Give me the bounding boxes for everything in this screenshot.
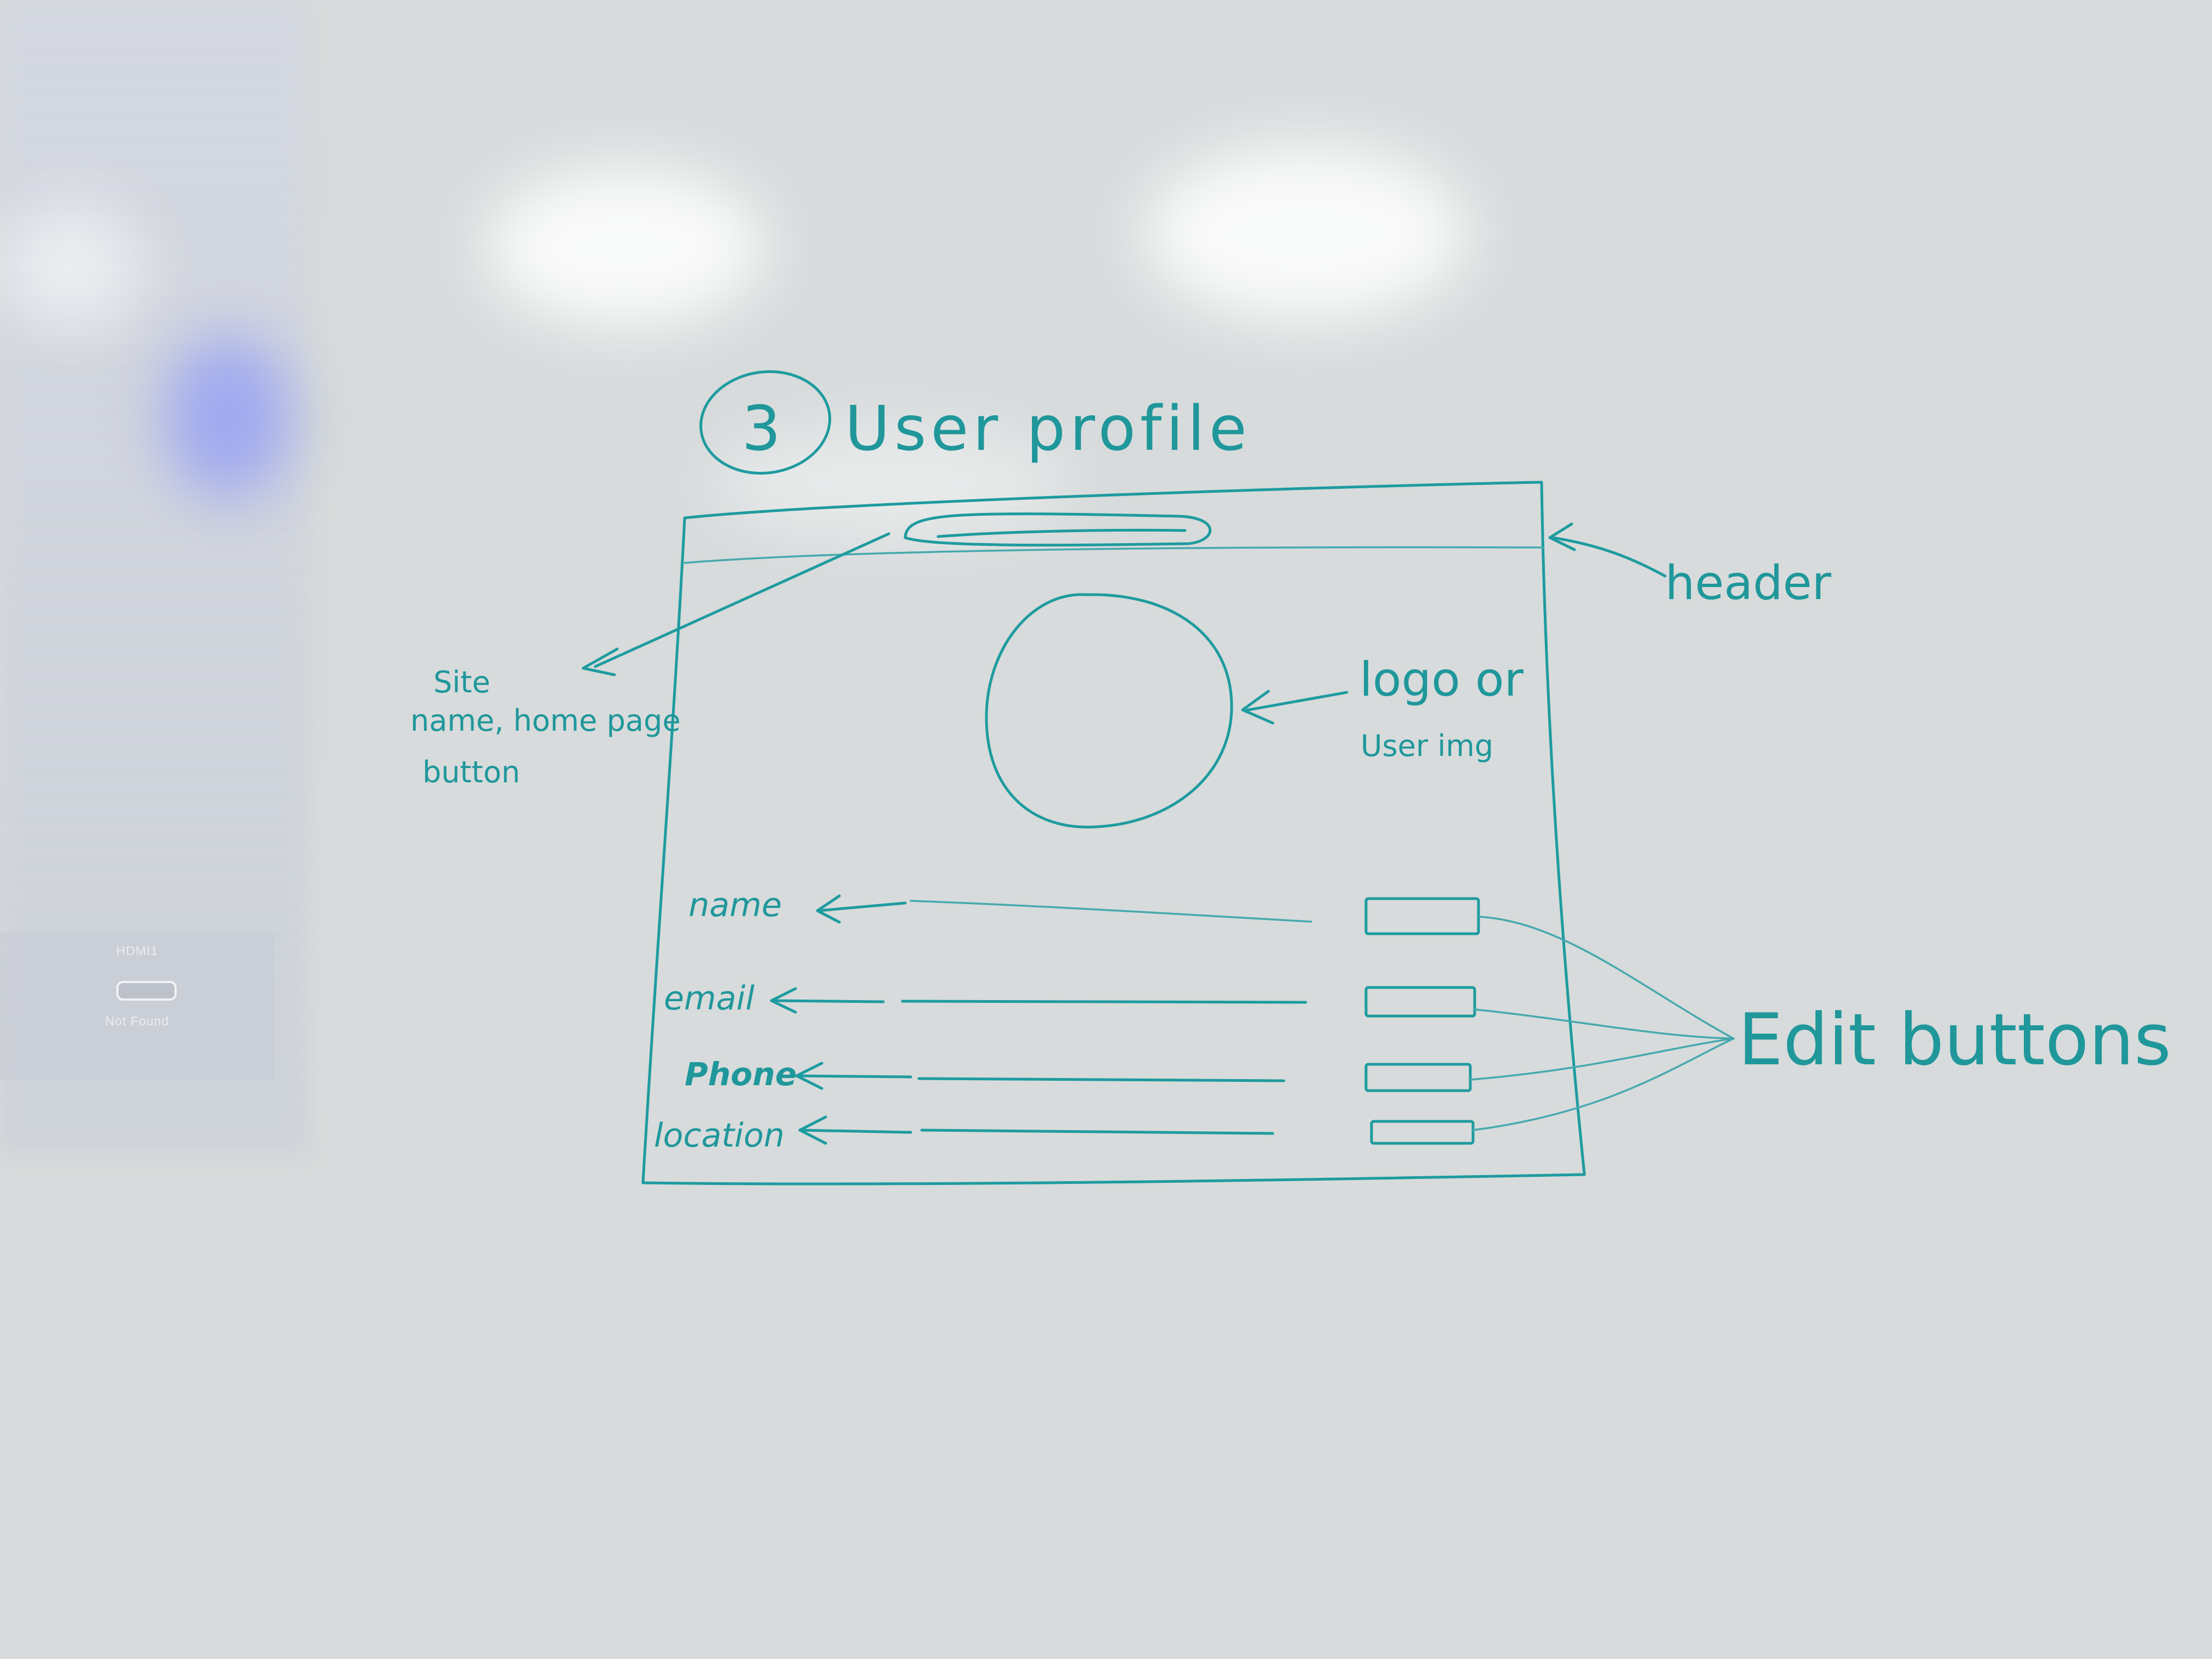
header-callout-text: header bbox=[1665, 556, 1832, 611]
site-name-button-line bbox=[936, 528, 1187, 538]
site-name-arrow-head bbox=[582, 647, 619, 676]
site-name-callout-line-2: name, home page bbox=[410, 703, 681, 738]
logo-arrow-head bbox=[1241, 690, 1274, 725]
name-value-line bbox=[910, 900, 1312, 923]
edit-connector-phone bbox=[1469, 1037, 1735, 1081]
header-divider bbox=[684, 546, 1544, 564]
header-arrow-line bbox=[1551, 536, 1667, 578]
field-label-location: location bbox=[654, 1116, 785, 1155]
profile-image-placeholder bbox=[985, 593, 1233, 829]
logo-callout-line-2: User img bbox=[1361, 729, 1493, 763]
title-group: 3 User profile bbox=[699, 370, 1251, 475]
edit-buttons-callout: Edit buttons bbox=[1738, 998, 2171, 1081]
header-arrow-head bbox=[1548, 522, 1576, 551]
hdmi-port-icon bbox=[116, 981, 177, 1001]
wall-light-glare bbox=[0, 203, 143, 329]
location-field-arrow-line bbox=[798, 1128, 912, 1134]
site-name-callout-line-3: button bbox=[422, 755, 520, 789]
board-surface-glare bbox=[713, 428, 1070, 538]
edit-buttons: Edit buttons bbox=[1364, 897, 2171, 1145]
phone-field-arrow-head bbox=[795, 1062, 823, 1090]
site-name-callout: Site name, home page button bbox=[410, 532, 890, 789]
page-title: User profile bbox=[845, 393, 1251, 465]
edit-connector-name bbox=[1478, 916, 1735, 1040]
field-label-phone: Phone bbox=[685, 1056, 797, 1093]
blue-light-reflection bbox=[165, 335, 291, 499]
profile-page-frame bbox=[641, 481, 1586, 1186]
logo-callout: logo or User img bbox=[1241, 652, 1524, 763]
site-name-callout-line-1: Site bbox=[433, 665, 490, 699]
email-field-arrow-line bbox=[771, 999, 885, 1003]
header-callout: header bbox=[1548, 522, 1832, 611]
ceiling-light-glare-right bbox=[1141, 143, 1470, 324]
ceiling-light-glare-left bbox=[483, 165, 768, 329]
logo-arrow-line bbox=[1244, 691, 1348, 712]
edit-connector-location bbox=[1472, 1037, 1735, 1131]
edit-connector-email bbox=[1474, 1008, 1735, 1040]
email-value-line bbox=[901, 1000, 1307, 1004]
wireframe-window bbox=[641, 481, 1586, 1186]
location-field-arrow-head bbox=[798, 1115, 827, 1145]
location-edit-button[interactable] bbox=[1370, 1120, 1475, 1145]
step-number: 3 bbox=[742, 393, 785, 465]
projector-input-panel: HDMI1 Not Found bbox=[0, 933, 274, 1081]
profile-fields: name email Phone location bbox=[654, 886, 1312, 1155]
field-label-name: name bbox=[689, 886, 782, 924]
hdmi-input-label: HDMI1 bbox=[116, 944, 159, 958]
phone-field-arrow-line bbox=[795, 1074, 912, 1079]
email-edit-button[interactable] bbox=[1364, 986, 1476, 1018]
hdmi-status-text: Not Found bbox=[105, 1014, 170, 1028]
field-label-email: email bbox=[664, 979, 755, 1018]
name-field-arrow-head bbox=[816, 894, 841, 924]
phone-edit-button[interactable] bbox=[1364, 1063, 1472, 1092]
site-name-button-outline bbox=[904, 512, 1212, 547]
logo-callout-line-1: logo or bbox=[1359, 652, 1524, 707]
name-field-arrow-line bbox=[817, 901, 907, 912]
name-edit-button[interactable] bbox=[1364, 897, 1480, 935]
location-value-line bbox=[920, 1128, 1274, 1135]
step-number-circle bbox=[699, 370, 832, 475]
email-field-arrow-head bbox=[770, 987, 797, 1014]
phone-value-line bbox=[917, 1077, 1285, 1082]
site-name-arrow-line bbox=[594, 532, 890, 668]
